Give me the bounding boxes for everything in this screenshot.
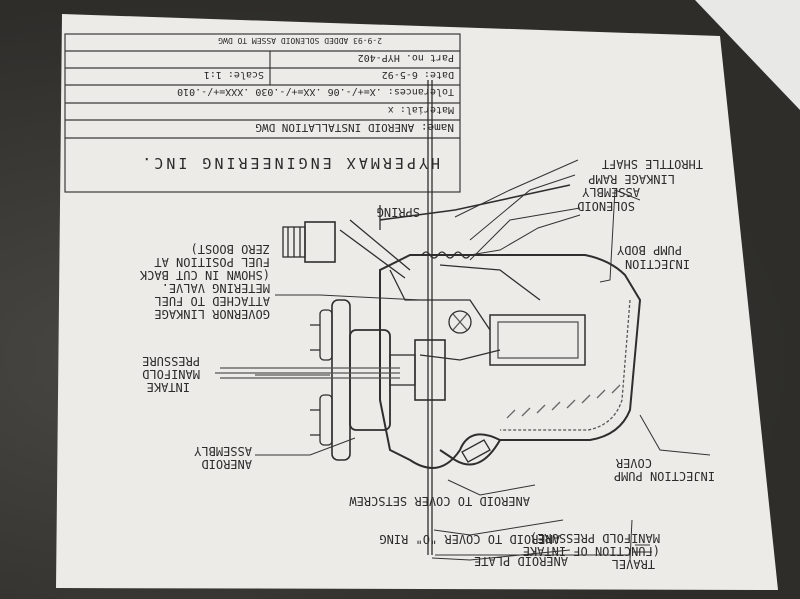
revision-note: 2-9-93 ADDED SOLENOID ASSEM TO DWG [218,36,382,45]
label-oring: ANEROID TO COVER "O" RING [379,532,560,546]
title-block [64,33,461,193]
label-intake-3: PRESSURE [142,354,200,368]
label-linkage-ramp: LINKAGE RAMP [588,172,675,186]
label-injection-body-2: PUMP BODY [616,243,682,257]
label-governor-5: FUEL POSITION AT [154,255,270,269]
label-governor-3: METERING VALVE. [162,281,270,295]
aneroid-mechanism [215,80,642,555]
label-spring: SPRING [377,205,420,219]
label-travel-1: TRAVEL [612,557,655,571]
leader-lines [255,159,711,561]
label-solenoid-2: ASSEMBLY [581,185,640,199]
label-aneroid-plate: ANEROID PLATE [474,554,568,568]
label-intake-1: INTAKE [147,380,190,394]
label-injection-cover-1: INJECTION PUMP [614,469,715,483]
drawing-scale: Scale: 1:1 [204,69,264,80]
drawing-name: Name: ANEROID INSTALLATION DWG [255,121,454,134]
label-governor-2: ATTACHED TO FUEL [154,294,270,308]
drawing-date: Date: 6-5-92 [382,69,454,80]
label-governor-6: ZERO BOOST) [191,242,270,256]
paper-sheet [56,14,778,590]
label-governor-1: GOVERNOR LINKAGE [154,307,270,321]
label-governor-4: (SHOWN IN CUT BACK [139,268,270,282]
label-injection-body-1: INJECTION [625,257,690,271]
label-injection-cover-2: COVER [615,456,652,470]
label-aneroid-assembly-1: ANEROID [201,457,252,471]
part-number: Part no. HYP-402 [358,52,454,63]
label-intake-2: MANIFOLD [142,367,200,381]
label-travel-3: MANIFOLD PRESSURE) [530,531,660,545]
company-name: HYPERMAX ENGINEERING INC. [139,154,440,172]
label-setscrew: ANEROID TO COVER SETSCREW [349,494,530,508]
label-aneroid-assembly-2: ASSEMBLY [193,444,252,458]
material: Material: x [388,104,454,115]
label-solenoid-1: SOLENOID [577,199,635,213]
label-throttle-shaft: THROTTLE SHAFT [602,157,703,171]
tolerances: Tolerances: .X=+/-.06 .XX=+/-.030 .XXX=+… [177,86,454,97]
label-travel-2: (FUNCTION OF INTAKE [523,544,660,558]
